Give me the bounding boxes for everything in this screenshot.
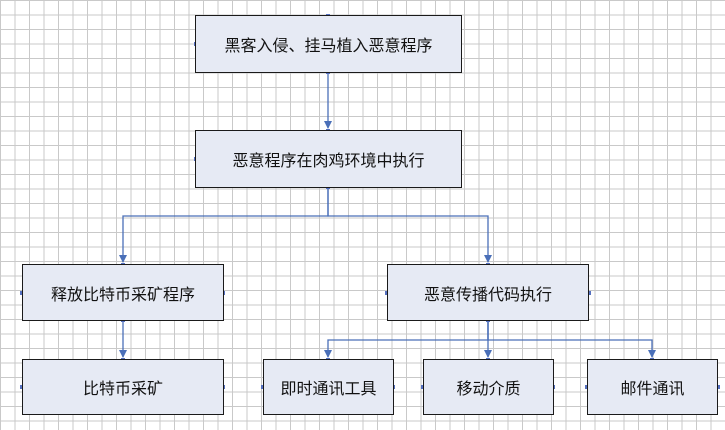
node-release-miner[interactable]: 释放比特币采矿程序 [22,264,224,321]
node-removable-media[interactable]: 移动介质 [423,359,554,415]
edge-execute-propagate [327,188,492,263]
edge-execute-release [119,188,329,263]
edge-propagate-im [324,321,489,358]
node-instant-messaging[interactable]: 即时通讯工具 [263,359,394,415]
node-bitcoin-mining[interactable]: 比特币采矿 [22,359,224,415]
node-malware-execution[interactable]: 恶意程序在肉鸡环境中执行 [195,130,462,188]
node-email[interactable]: 邮件通讯 [587,359,718,415]
node-hacker-intrusion[interactable]: 黑客入侵、挂马植入恶意程序 [195,15,462,73]
node-malicious-propagation[interactable]: 恶意传播代码执行 [387,264,589,321]
edge-propagate-mail [487,321,656,358]
